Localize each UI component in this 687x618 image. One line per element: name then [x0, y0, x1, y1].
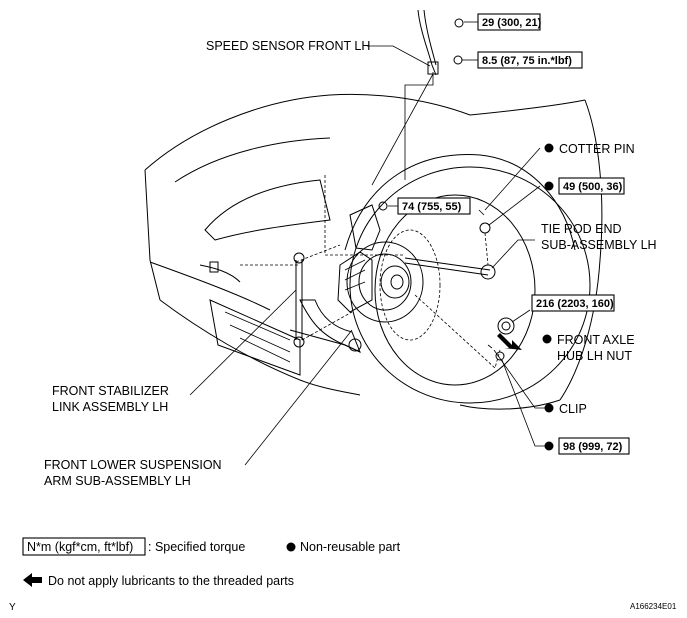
torque-box-216: [531, 294, 615, 312]
torque-8-5: 8.5 (87, 75 in.*lbf): [482, 55, 572, 67]
torque-box-8-5: [477, 51, 583, 69]
label-speed-sensor: SPEED SENSOR FRONT LH: [206, 39, 370, 53]
label-lower-arm-1: FRONT LOWER SUSPENSION: [44, 458, 222, 472]
non-reusable-dot-49: [544, 181, 554, 191]
alignment-guide-1: [324, 175, 405, 256]
wheel-illustration: [337, 166, 591, 404]
label-axle-nut-2: HUB LH NUT: [557, 349, 632, 363]
torque-74: 74 (755, 55): [402, 201, 462, 213]
filled-circle-icon: [286, 542, 296, 552]
legend-no-lube: Do not apply lubricants to the threaded …: [48, 574, 294, 588]
sensor-wire: [199, 264, 241, 283]
leader-lines: [189, 21, 545, 466]
non-reusable-dot-axle-nut: [542, 334, 552, 344]
label-lower-arm-2: ARM SUB-ASSEMBLY LH: [44, 474, 191, 488]
wire-clamp: [209, 261, 219, 273]
torque-box-74: [397, 197, 471, 215]
left-arrow-icon: [23, 573, 42, 587]
tie-rod-part: [404, 209, 496, 280]
torque-49: 49 (500, 36): [563, 181, 623, 193]
torque-216: 216 (2203, 160): [536, 298, 614, 310]
non-reusable-dot-cotter: [544, 143, 554, 153]
label-cotter-pin: COTTER PIN: [559, 142, 635, 156]
torque-box-29: [477, 13, 541, 31]
legend-torque-unit: N*m (kgf*cm, ft*lbf): [27, 540, 133, 554]
speed-sensor-part: [371, 9, 464, 186]
torque-98: 98 (999, 72): [563, 441, 623, 453]
torque-29: 29 (300, 21): [482, 17, 542, 29]
legend-torque-box: [22, 537, 146, 556]
bolt-74: [378, 201, 388, 211]
label-clip: CLIP: [559, 402, 587, 416]
figure-id: A166234E01: [630, 602, 677, 611]
torque-box-49: [558, 177, 625, 195]
legend-torque-desc: : Specified torque: [148, 540, 245, 554]
legend-non-reusable: Non-reusable part: [300, 540, 401, 554]
car-body-illustration: [144, 93, 603, 410]
label-stabilizer-2: LINK ASSEMBLY LH: [52, 400, 168, 414]
non-reusable-dot-clip: [544, 403, 554, 413]
no-lube-arrow-icon: [497, 333, 522, 350]
torque-box-98: [558, 437, 630, 455]
label-tie-rod-2: SUB-ASSEMBLY LH: [541, 238, 657, 252]
label-tie-rod-1: TIE ROD END: [541, 222, 622, 236]
footer-mark: Y: [9, 602, 16, 613]
label-axle-nut-1: FRONT AXLE: [557, 333, 635, 347]
non-reusable-dot-98: [544, 441, 554, 451]
lower-arm-part: [289, 299, 362, 353]
label-stabilizer-1: FRONT STABILIZER: [52, 384, 169, 398]
